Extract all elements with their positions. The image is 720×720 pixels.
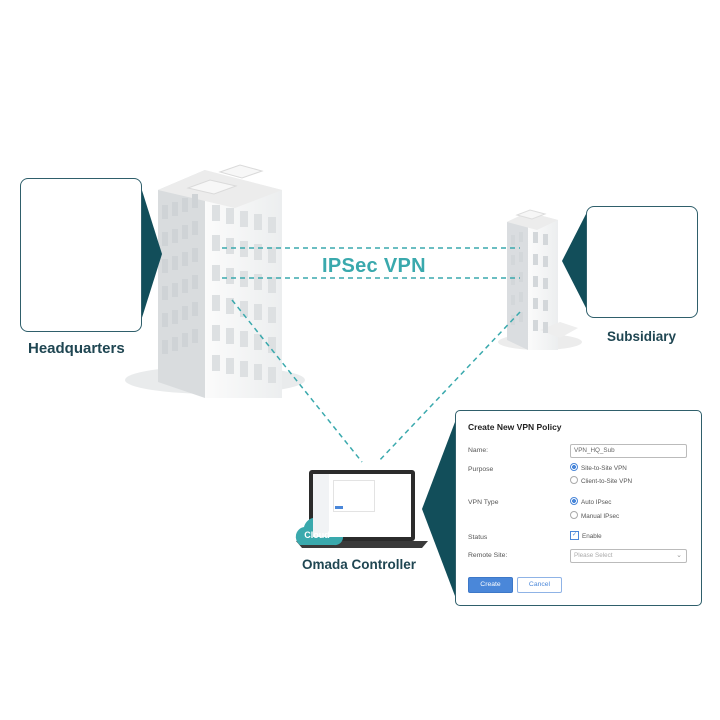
subsidiary-devices-card [586, 206, 698, 318]
laptop-screen [313, 474, 411, 537]
radio-selected-icon [570, 463, 578, 472]
headquarters-building-icon [125, 164, 305, 398]
name-input[interactable]: VPN_HQ_Sub [570, 444, 687, 458]
sub-pointer [562, 214, 586, 308]
remote-site-label: Remote Site: [468, 552, 508, 559]
radio-unselected-icon [570, 476, 578, 485]
subsidiary-label: Subsidiary [607, 329, 677, 344]
name-label: Name: [468, 447, 489, 454]
purpose-site-to-site-radio[interactable]: Site-to-Site VPN [570, 463, 627, 474]
checkmark-icon: ✓ [570, 531, 579, 540]
omada-controller-label: Omada Controller [302, 557, 417, 572]
hq-pointer [140, 184, 162, 324]
vpn-type-manual-radio[interactable]: Manual IPsec [570, 511, 619, 522]
headquarters-devices-card [20, 178, 142, 332]
radio-selected-icon [570, 497, 578, 506]
remote-site-select[interactable]: Please Select⌄ [570, 549, 687, 563]
form-pointer [422, 422, 455, 596]
vpn-type-auto-radio[interactable]: Auto IPsec [570, 497, 611, 508]
purpose-client-to-site-radio[interactable]: Client-to-Site VPN [570, 476, 632, 487]
vpn-type-label: VPN Type [468, 499, 499, 506]
screen-panel [333, 480, 375, 512]
status-enable-checkbox[interactable]: ✓Enable [570, 531, 602, 541]
form-title: Create New VPN Policy [468, 422, 562, 432]
create-vpn-policy-form: Create New VPN Policy Name: VPN_HQ_Sub P… [455, 410, 702, 606]
cloud-label: Cloud [304, 530, 330, 540]
vpn-tunnel-lines [222, 247, 521, 463]
screen-button [335, 506, 343, 509]
screen-sidebar [313, 474, 329, 537]
ipsec-vpn-label: IPSec VPN [322, 255, 426, 277]
subsidiary-building-icon [498, 209, 582, 350]
radio-unselected-icon [570, 511, 578, 520]
chevron-down-icon: ⌄ [676, 552, 682, 559]
create-button[interactable]: Create [468, 577, 513, 593]
cancel-button[interactable]: Cancel [517, 577, 562, 593]
headquarters-label: Headquarters [28, 340, 125, 357]
purpose-label: Purpose [468, 466, 494, 473]
status-label: Status [468, 534, 488, 541]
